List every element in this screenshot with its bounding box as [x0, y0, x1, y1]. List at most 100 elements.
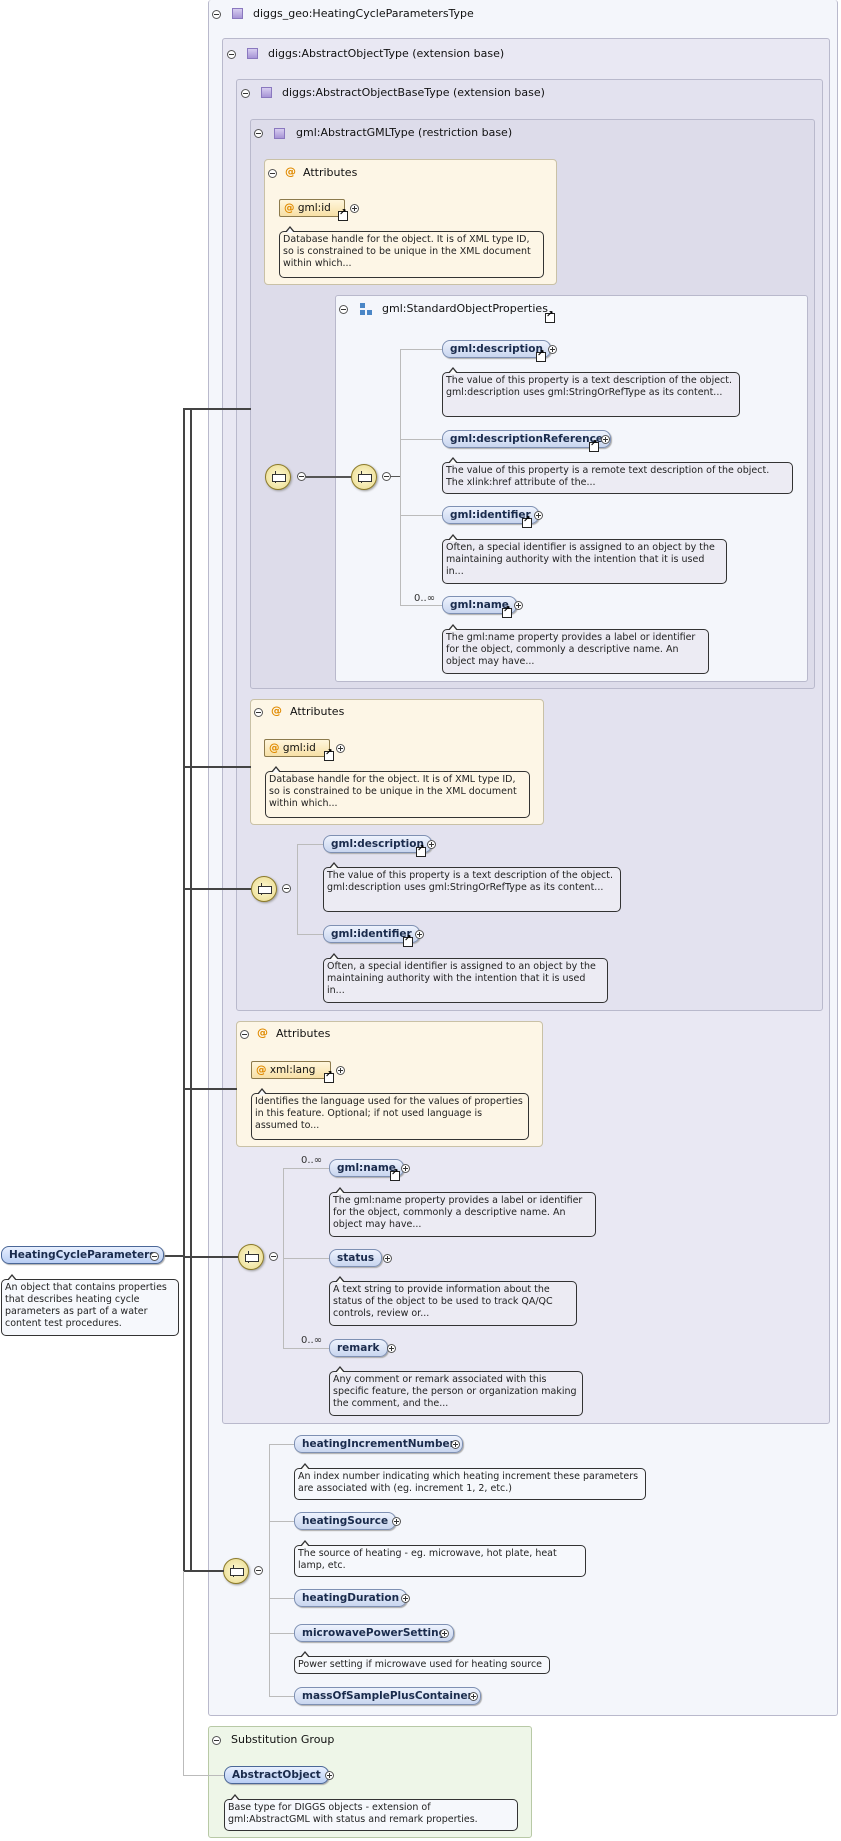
- expand-icon[interactable]: [548, 345, 557, 354]
- attribute-icon: @: [269, 742, 280, 754]
- collapse-icon[interactable]: [240, 1030, 249, 1039]
- expand-icon[interactable]: [350, 204, 359, 213]
- collapse-icon[interactable]: [212, 1736, 221, 1745]
- connector: [183, 1571, 184, 1775]
- reference-arrow-icon[interactable]: [589, 439, 599, 452]
- connector: [183, 408, 251, 410]
- expand-icon[interactable]: [451, 1440, 460, 1449]
- root-description: An object that contains properties that …: [1, 1274, 179, 1336]
- collapse-icon[interactable]: [254, 129, 263, 138]
- reference-arrow-icon[interactable]: [416, 844, 426, 857]
- element-gml-description[interactable]: gml:description: [323, 835, 432, 853]
- complex-type-icon: [247, 48, 258, 59]
- standard-object-properties-title: gml:StandardObjectProperties: [382, 302, 548, 315]
- reference-arrow-icon[interactable]: [403, 934, 413, 947]
- attr-description: Database handle for the object. It is of…: [279, 226, 544, 278]
- collapse-icon[interactable]: [282, 884, 291, 893]
- element-heating-duration[interactable]: heatingDuration: [294, 1589, 408, 1607]
- reference-arrow-icon[interactable]: [536, 349, 546, 362]
- expand-icon[interactable]: [325, 1771, 334, 1780]
- element-gml-description-reference[interactable]: gml:descriptionReference: [442, 430, 611, 448]
- element-abstract-object[interactable]: AbstractObject: [224, 1766, 329, 1784]
- collapse-icon[interactable]: [254, 1566, 263, 1575]
- reference-arrow-icon[interactable]: [522, 515, 532, 528]
- collapse-icon[interactable]: [254, 708, 263, 717]
- multiplicity-label: 0..∞: [301, 1155, 323, 1166]
- sequence-icon[interactable]: [265, 464, 291, 490]
- reference-arrow-icon[interactable]: [502, 605, 512, 618]
- expand-icon[interactable]: [469, 1692, 478, 1701]
- reference-arrow-icon[interactable]: [545, 310, 555, 323]
- abstract-gml-type-title: gml:AbstractGMLType (restriction base): [296, 126, 513, 139]
- sequence-icon[interactable]: [251, 876, 277, 902]
- element-remark[interactable]: remark: [329, 1339, 388, 1357]
- attribute-icon: @: [271, 704, 282, 717]
- attribute-icon: @: [257, 1026, 268, 1039]
- reference-arrow-icon[interactable]: [324, 748, 334, 761]
- expand-icon[interactable]: [401, 1164, 410, 1173]
- element-gml-description[interactable]: gml:description: [442, 340, 551, 358]
- collapse-icon[interactable]: [297, 472, 306, 481]
- attr-gml-id[interactable]: @ gml:id: [264, 739, 330, 757]
- attr-gml-id[interactable]: @ gml:id: [279, 199, 345, 217]
- connector: [283, 1348, 329, 1349]
- collapse-icon[interactable]: [227, 50, 236, 59]
- collapse-icon[interactable]: [268, 169, 277, 178]
- element-gml-identifier[interactable]: gml:identifier: [323, 925, 420, 943]
- reference-arrow-icon[interactable]: [338, 208, 348, 221]
- expand-icon[interactable]: [336, 1066, 345, 1075]
- element-gml-name[interactable]: gml:name: [329, 1159, 404, 1177]
- element-description: Power setting if microwave used for heat…: [294, 1651, 550, 1674]
- collapse-icon[interactable]: [241, 89, 250, 98]
- complex-type-icon: [274, 128, 285, 139]
- attr-name: xml:lang: [269, 1064, 316, 1076]
- collapse-icon[interactable]: [382, 472, 391, 481]
- attribute-icon: @: [284, 202, 295, 214]
- connector: [183, 1088, 237, 1090]
- sequence-icon[interactable]: [351, 464, 377, 490]
- expand-icon[interactable]: [392, 1517, 401, 1526]
- reference-arrow-icon[interactable]: [324, 1070, 334, 1083]
- element-status[interactable]: status: [329, 1249, 383, 1267]
- attributes-title: Attributes: [303, 166, 358, 179]
- element-heating-cycle-parameters[interactable]: HeatingCycleParameters: [1, 1246, 164, 1264]
- element-description: An index number indicating which heating…: [294, 1463, 646, 1500]
- attr-xml-lang[interactable]: @ xml:lang: [251, 1061, 331, 1079]
- group-icon: [367, 310, 372, 315]
- expand-icon[interactable]: [601, 435, 610, 444]
- connector: [400, 349, 401, 605]
- sequence-icon[interactable]: [238, 1244, 264, 1270]
- element-description: The gml:name property provides a label o…: [329, 1187, 596, 1237]
- expand-icon[interactable]: [534, 511, 543, 520]
- heating-cycle-type-title: diggs_geo:HeatingCycleParametersType: [253, 7, 474, 20]
- element-description: The source of heating - eg. microwave, h…: [294, 1540, 586, 1577]
- collapse-icon[interactable]: [339, 305, 348, 314]
- connector: [269, 1444, 294, 1445]
- connector: [297, 844, 323, 845]
- collapse-icon[interactable]: [150, 1252, 159, 1261]
- expand-icon[interactable]: [440, 1629, 449, 1638]
- element-description: Often, a special identifier is assigned …: [323, 953, 608, 1003]
- connector: [269, 1696, 294, 1697]
- collapse-icon[interactable]: [212, 10, 221, 19]
- expand-icon[interactable]: [415, 930, 424, 939]
- element-heating-source[interactable]: heatingSource: [294, 1512, 397, 1530]
- expand-icon[interactable]: [427, 840, 436, 849]
- element-heating-increment-number[interactable]: heatingIncrementNumber: [294, 1435, 463, 1453]
- element-mass-of-sample-plus-container[interactable]: massOfSamplePlusContainer: [294, 1687, 481, 1705]
- expand-icon[interactable]: [514, 601, 523, 610]
- expand-icon[interactable]: [401, 1594, 410, 1603]
- collapse-icon[interactable]: [269, 1252, 278, 1261]
- multiplicity-label: 0..∞: [414, 593, 436, 604]
- attr-description: Database handle for the object. It is of…: [265, 766, 530, 818]
- expand-icon[interactable]: [336, 744, 345, 753]
- sequence-icon[interactable]: [223, 1558, 249, 1584]
- element-microwave-power-setting[interactable]: microwavePowerSetting: [294, 1624, 455, 1642]
- expand-icon[interactable]: [383, 1254, 392, 1263]
- reference-arrow-icon[interactable]: [390, 1168, 400, 1181]
- abstract-object-type-title: diggs:AbstractObjectType (extension base…: [268, 47, 505, 60]
- connector: [183, 408, 185, 1571]
- element-gml-name[interactable]: gml:name: [442, 596, 517, 614]
- element-gml-identifier[interactable]: gml:identifier: [442, 506, 539, 524]
- expand-icon[interactable]: [387, 1344, 396, 1353]
